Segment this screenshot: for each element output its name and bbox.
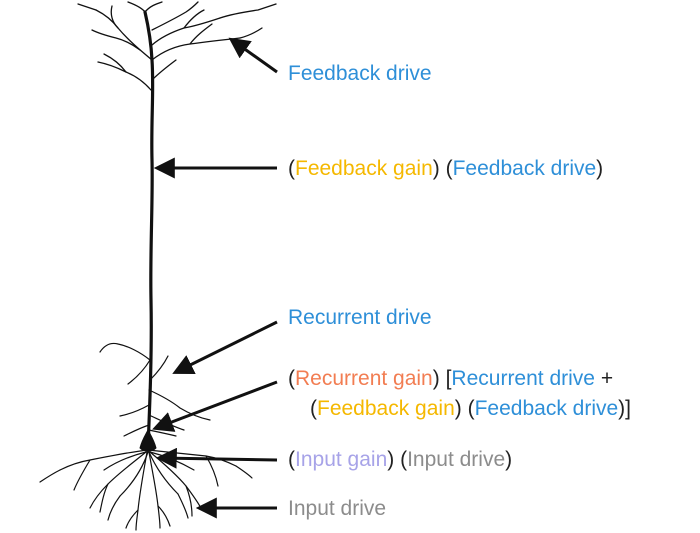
paren: ) [505,448,513,471]
label-recurrent-drive: Recurrent drive [288,306,432,330]
label-recurrent-term-line1: (Recurrent gain) [Recurrent drive + [288,367,613,391]
paren: ( [288,448,295,471]
paren: ) ( [454,397,475,420]
arrow-feedback-drive [228,37,278,74]
arrow-input-term [155,447,278,469]
arrow-recurrent-drive [172,320,278,374]
feedback-gain-text: Feedback gain [295,157,433,180]
input-drive-text: Input drive [407,448,506,471]
bracket: ) [ [432,367,452,390]
input-drive-text: Input drive [288,497,387,520]
apical-tuft [77,1,277,91]
feedback-drive-text: Feedback drive [452,157,597,180]
arrow-recurrent-term [152,380,278,432]
label-input-drive: Input drive [288,497,386,521]
soma [139,429,157,452]
paren: ) [596,157,604,180]
label-recurrent-term-line2: (Feedback gain) (Feedback drive)] [310,397,631,421]
feedback-drive-text: Feedback drive [288,62,432,85]
feedback-gain-text: Feedback gain [317,397,455,420]
bracket: )] [618,397,631,420]
apical-dendrite [143,10,155,450]
label-feedback-term: (Feedback gain) (Feedback drive) [288,157,603,181]
paren: ( [288,367,295,390]
paren: ( [288,157,295,180]
recurrent-gain-text: Recurrent gain [295,367,433,390]
recurrent-drive-text: Recurrent drive [451,367,595,390]
plus-sign: + [594,367,614,390]
oblique-dendrites [99,342,211,437]
paren: ) ( [387,448,408,471]
input-gain-text: Input gain [295,448,388,471]
label-feedback-drive: Feedback drive [288,62,432,86]
recurrent-drive-text: Recurrent drive [288,306,432,329]
label-input-term: (Input gain) (Input drive) [288,448,512,472]
paren: ( [310,397,317,420]
feedback-drive-text: Feedback drive [474,397,619,420]
paren: ) ( [432,157,453,180]
